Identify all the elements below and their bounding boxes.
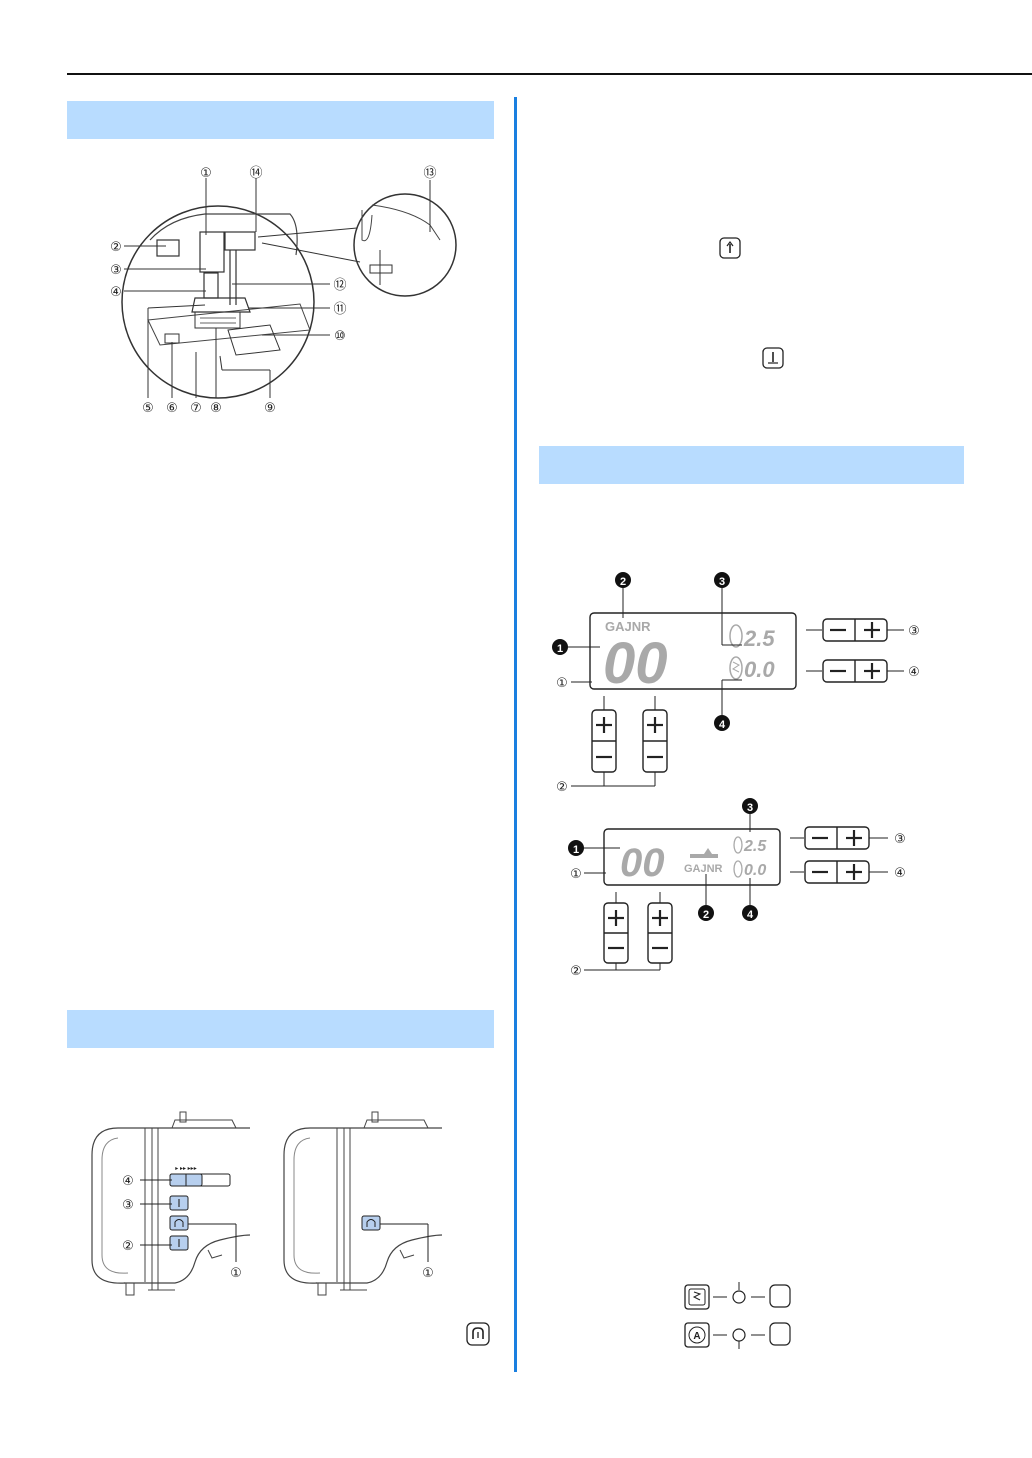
stitch-width-icon: [729, 656, 743, 680]
pattern-select-button-left-2[interactable]: [603, 902, 629, 964]
svg-text:3: 3: [747, 802, 753, 814]
callout-3: ③: [110, 263, 122, 278]
lcd1-pattern-number: 00: [603, 631, 668, 696]
lcd1-callout-2: ②: [556, 780, 568, 795]
btn-callout-4: ④: [122, 1174, 134, 1189]
btn-callout-2: ②: [122, 1239, 134, 1254]
lcd2-stitch-width: 0.0: [744, 862, 766, 879]
svg-text:4: 4: [719, 719, 726, 731]
lcd1-stitch-width: 0.0: [744, 657, 775, 682]
length-adjust-buttons-1[interactable]: [822, 618, 888, 642]
callout-12: ⑫: [333, 278, 346, 293]
btn-callout-3: ③: [122, 1198, 134, 1213]
btn2-callout-1: ①: [422, 1266, 434, 1281]
lcd2-callout-1: ①: [570, 867, 582, 882]
reinforcement-inline-icon: [466, 1322, 490, 1346]
callout-14: ⑭: [249, 166, 262, 181]
header-rule: [67, 73, 1032, 75]
pattern-select-button-left-1[interactable]: [591, 709, 617, 773]
lcd2-foot-label: GAJNR: [684, 863, 723, 875]
needle-up-icon: [719, 237, 741, 259]
width-adjust-buttons-1[interactable]: [822, 659, 888, 683]
svg-text:A: A: [693, 1331, 700, 1342]
lcd2-stitch-length: 2.5: [743, 838, 767, 855]
svg-text:2: 2: [703, 909, 709, 921]
svg-text:▸ ▸▸ ▸▸▸: ▸ ▸▸ ▸▸▸: [175, 1166, 196, 1172]
callout-10: ⑩: [334, 329, 346, 344]
svg-text:3: 3: [719, 576, 725, 588]
svg-text:2: 2: [620, 576, 626, 588]
callout-5: ⑤: [142, 401, 154, 416]
callout-1: ①: [200, 166, 212, 181]
lcd2-callout-3: ③: [894, 832, 906, 847]
lcd1-foot-label: GAJNR: [605, 619, 651, 634]
callout-2: ②: [110, 240, 122, 255]
section-band-buttons: [67, 1010, 494, 1048]
callout-9: ⑨: [264, 401, 276, 416]
callout-13: ⑬: [423, 166, 436, 181]
section-band-parts: [67, 101, 494, 139]
callout-11: ⑪: [333, 302, 346, 317]
callout-7: ⑦: [190, 401, 202, 416]
presser-foot-icon: [690, 848, 718, 858]
pattern-select-button-right-1[interactable]: [642, 709, 668, 773]
svg-text:1: 1: [557, 643, 563, 655]
lcd1-stitch-length: 2.5: [743, 626, 775, 651]
stitch-mode-icon: [684, 1284, 710, 1310]
column-divider: [514, 97, 517, 1372]
lcd2-callout-4: ④: [894, 866, 906, 881]
lcd2-callout-2: ②: [570, 964, 582, 979]
width-adjust-buttons-2[interactable]: [804, 860, 870, 884]
callout-6: ⑥: [166, 401, 178, 416]
lcd2-pattern-number: 00: [620, 841, 665, 885]
lcd1-callout-3: ③: [908, 624, 920, 639]
section-band-lcd: [539, 446, 964, 484]
length-adjust-buttons-2[interactable]: [804, 826, 870, 850]
svg-text:1: 1: [573, 844, 579, 856]
callout-8: ⑧: [210, 401, 222, 416]
svg-text:4: 4: [747, 909, 754, 921]
lcd1-callout-4: ④: [908, 665, 920, 680]
pattern-select-button-right-2[interactable]: [647, 902, 673, 964]
callout-4: ④: [110, 285, 122, 300]
needle-down-icon: [762, 347, 784, 369]
lcd1-callout-1: ①: [556, 676, 568, 691]
stitch-length-icon: [729, 624, 743, 648]
btn-callout-1: ①: [230, 1266, 242, 1281]
